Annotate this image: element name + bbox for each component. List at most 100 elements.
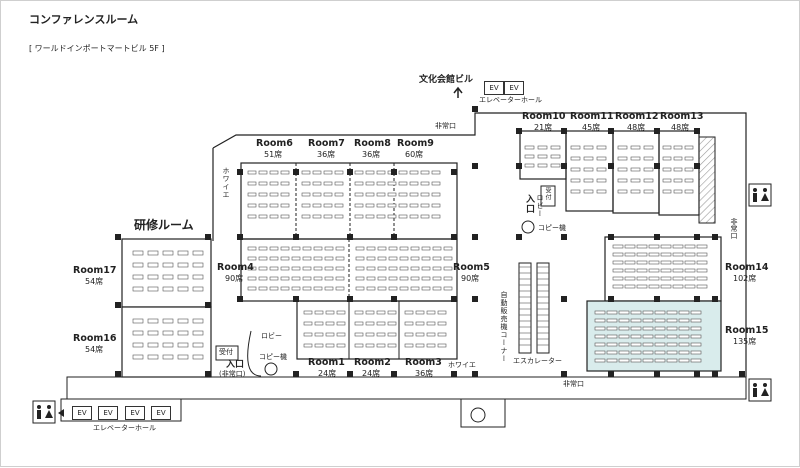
desk	[583, 145, 594, 150]
column	[516, 128, 522, 134]
desk	[596, 145, 607, 150]
room13-name[interactable]: Room13	[660, 111, 704, 122]
desk	[303, 332, 313, 337]
room9-name[interactable]: Room9	[397, 138, 434, 149]
desk	[399, 246, 409, 251]
room11-name[interactable]: Room11	[570, 111, 614, 122]
desk	[147, 330, 159, 336]
desk	[162, 262, 174, 268]
desk	[690, 342, 702, 347]
desk	[678, 342, 690, 347]
desk	[313, 246, 323, 251]
desk	[524, 154, 535, 159]
desk	[606, 318, 618, 323]
desk	[636, 244, 648, 249]
desk	[324, 276, 334, 281]
desk	[269, 246, 279, 251]
desk	[334, 192, 344, 197]
desk	[684, 167, 694, 172]
desk	[147, 318, 159, 324]
room15-seats: 135席	[733, 337, 757, 346]
desk	[662, 178, 672, 183]
desk	[673, 167, 683, 172]
desk	[354, 192, 364, 197]
column	[561, 371, 567, 377]
desk	[662, 167, 672, 172]
desk	[673, 178, 683, 183]
column	[293, 169, 299, 175]
desk	[606, 350, 618, 355]
room5-name[interactable]: Room5	[453, 262, 490, 273]
desk	[324, 246, 334, 251]
desk	[648, 268, 660, 273]
desk	[376, 321, 386, 326]
reception-right: 受付	[544, 187, 551, 201]
entrance-right: 入口	[524, 194, 534, 214]
escalator-label: エスカレーター	[513, 357, 562, 365]
desk	[301, 214, 311, 219]
desk	[662, 156, 672, 161]
desk	[684, 156, 694, 161]
room3-name[interactable]: Room3	[405, 357, 442, 368]
desk	[431, 181, 441, 186]
room16-box[interactable]	[121, 306, 212, 378]
room2-name[interactable]: Room2	[354, 357, 391, 368]
desk	[426, 310, 436, 315]
desk	[570, 145, 581, 150]
desk	[192, 262, 204, 268]
column	[472, 296, 478, 302]
desk	[431, 170, 441, 175]
column	[293, 371, 299, 377]
desk	[570, 167, 581, 172]
desk	[147, 250, 159, 256]
room17-name[interactable]: Room17	[73, 265, 117, 276]
desk	[365, 310, 375, 315]
room17-box[interactable]	[121, 238, 212, 308]
desk	[313, 266, 323, 271]
desk	[648, 284, 660, 289]
desk	[177, 274, 189, 280]
desk	[399, 286, 409, 291]
room15-name[interactable]: Room15	[725, 325, 769, 336]
desk	[524, 145, 535, 150]
room4-name[interactable]: Room4	[217, 262, 254, 273]
desk	[132, 286, 144, 292]
desk	[420, 192, 430, 197]
desk	[325, 310, 335, 315]
desk	[312, 214, 322, 219]
desk	[258, 246, 268, 251]
desk	[323, 181, 333, 186]
desk	[132, 262, 144, 268]
room8-name[interactable]: Room8	[354, 138, 391, 149]
desk	[192, 318, 204, 324]
desk	[325, 332, 335, 337]
desk	[426, 332, 436, 337]
column	[391, 296, 397, 302]
column	[472, 234, 478, 240]
desk	[421, 266, 431, 271]
column	[115, 371, 121, 377]
ev-bottom-4: EV	[151, 406, 171, 420]
room7-name[interactable]: Room7	[308, 138, 345, 149]
desk	[313, 286, 323, 291]
room6-name[interactable]: Room6	[256, 138, 293, 149]
desk	[291, 276, 301, 281]
desk	[643, 167, 654, 172]
desk	[606, 358, 618, 363]
room10-name[interactable]: Room10	[522, 111, 566, 122]
room5-seats: 90席	[461, 274, 480, 283]
foyer-vertical: ホワイエ	[222, 167, 230, 199]
room14-name[interactable]: Room14	[725, 262, 769, 273]
desk	[376, 343, 386, 348]
desk	[630, 310, 642, 315]
desk	[399, 276, 409, 281]
room12-name[interactable]: Room12	[615, 111, 659, 122]
desk	[420, 214, 430, 219]
room16-name[interactable]: Room16	[73, 333, 117, 344]
desk	[258, 214, 268, 219]
room1-name[interactable]: Room1	[308, 357, 345, 368]
desk	[192, 354, 204, 360]
desk	[247, 266, 257, 271]
desk	[431, 192, 441, 197]
desk	[132, 330, 144, 336]
